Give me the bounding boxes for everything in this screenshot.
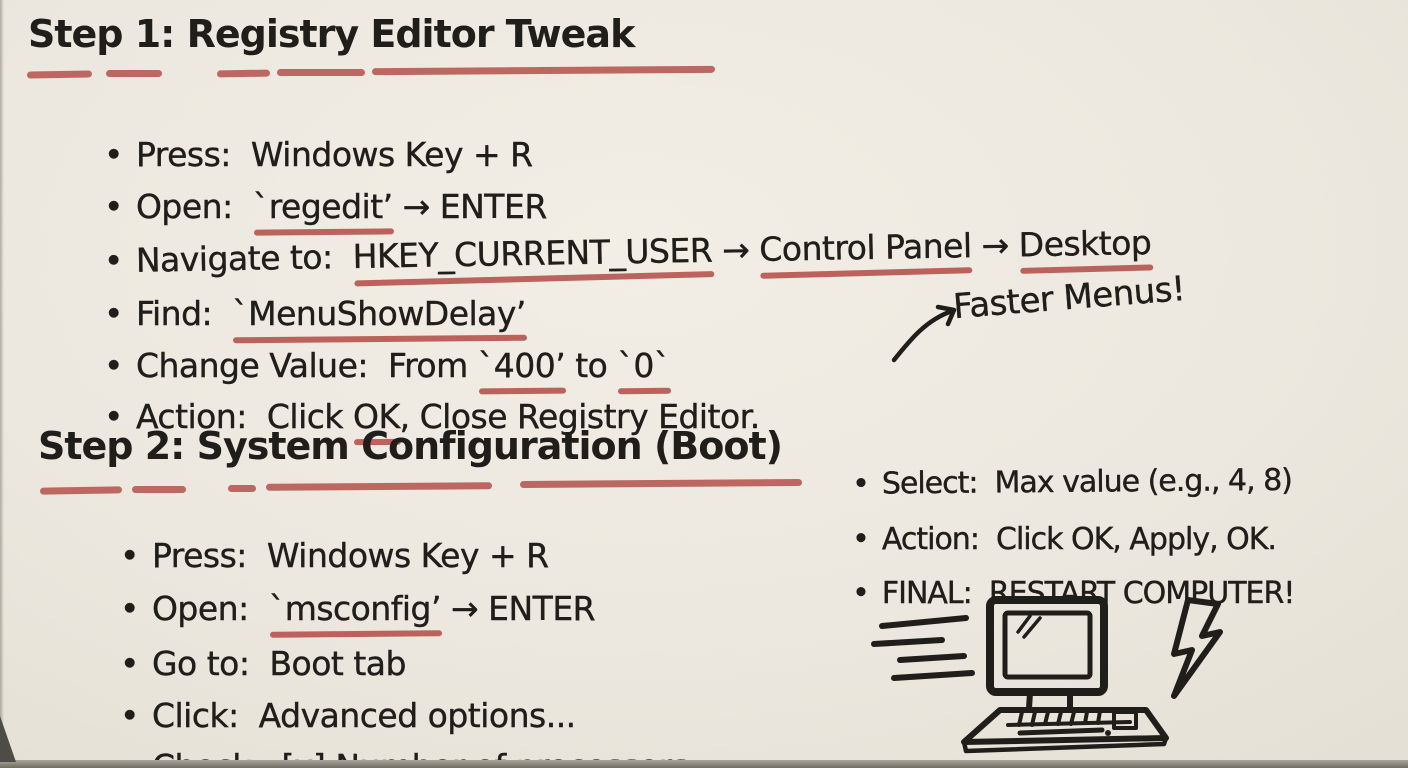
bullet-dot: • — [119, 589, 140, 628]
step2-bullet-goto: • Go to: Boot tab — [80, 605, 407, 722]
step1-bullet-change-value: • Change Value: From `400’ to `0` — [64, 307, 671, 424]
text-segment: to — [565, 346, 618, 385]
text-segment: FINAL: RESTART COMPUTER! — [881, 576, 1296, 611]
bullet-dot: • — [103, 397, 124, 436]
text-segment: Press: Windows Key + R — [151, 536, 550, 575]
text-segment: Action: Click — [135, 397, 354, 436]
red-underline — [39, 486, 123, 495]
bullet-dot: • — [852, 522, 870, 557]
bullet-dot: • — [852, 576, 870, 611]
red-underline — [132, 486, 186, 493]
menushowdelay-underlined: `MenuShowDelay’ — [232, 294, 527, 333]
board-bottom-edge — [0, 760, 1408, 768]
text-segment: → ENTER — [392, 187, 547, 226]
red-underline — [106, 70, 162, 77]
red-underline — [519, 479, 803, 488]
text-segment: Change Value: From — [135, 346, 478, 385]
value-400-underlined: `400’ — [477, 346, 566, 385]
red-underline — [26, 70, 93, 79]
red-underline — [228, 485, 256, 492]
bullet-dot: • — [119, 644, 140, 683]
text-segment: Action: Click OK, Apply, OK. — [881, 522, 1278, 557]
red-underline — [371, 65, 716, 76]
step2-heading: Step 2: System Configuration (Boot) — [38, 424, 783, 468]
msconfig-underlined: `msconfig’ — [268, 589, 441, 628]
text-segment: Press: Windows Key + R — [135, 135, 534, 174]
red-underline — [216, 69, 271, 78]
text-segment: Find: — [135, 294, 233, 333]
step1-bullet-press: • Press: Windows Key + R — [64, 96, 534, 213]
bullet-dot: • — [103, 135, 124, 174]
ok-underlined: OK — [353, 397, 401, 436]
lightning-bolt-icon — [1171, 597, 1223, 699]
control-panel-underlined: Control Panel — [758, 226, 972, 269]
curved-arrow-up-right-icon — [891, 304, 957, 363]
board-corner-shadow — [0, 716, 16, 762]
right-bullet-final: • FINAL: RESTART COMPUTER! — [818, 541, 1296, 646]
step2-bullet-press: • Press: Windows Key + R — [80, 497, 550, 614]
value-0-underlined: `0` — [617, 346, 670, 385]
step2-bullet-open: • Open: `msconfig’ → ENTER — [80, 550, 596, 667]
arrow-glyph: → — [971, 225, 1020, 266]
bullet-dot: • — [119, 536, 140, 575]
text-segment: Open: — [151, 589, 269, 628]
bullet-dot: • — [103, 187, 124, 226]
desktop-underlined: Desktop — [1018, 223, 1152, 265]
text-segment: → ENTER — [441, 589, 596, 628]
speedy-computer-illustration — [871, 596, 1223, 754]
text-segment: , Close Registry Editor. — [399, 397, 760, 436]
step1-bullet-open: • Open: `regedit’ → ENTER — [64, 148, 548, 265]
text-segment: Go to: Boot tab — [151, 644, 407, 683]
step1-heading: Step 1: Registry Editor Tweak — [28, 12, 635, 56]
board-left-edge-shade — [0, 0, 4, 768]
bullet-dot: • — [103, 294, 124, 333]
step2-bullet-check: •Check: [x] Number of processors — [80, 708, 689, 768]
text-segment: Open: — [135, 187, 253, 226]
desktop-computer-icon — [961, 596, 1169, 754]
red-underline — [265, 482, 493, 491]
step2-bullet-click: • Click: Advanced options... — [80, 657, 577, 768]
regedit-underlined: `regedit’ — [252, 187, 393, 226]
red-underline — [277, 69, 365, 76]
step1-bullet-find: • Find: `MenuShowDelay’ — [64, 255, 527, 372]
text-segment: Click: Advanced options... — [151, 696, 577, 735]
bullet-dot: • — [119, 696, 140, 735]
arrow-glyph: → — [711, 229, 760, 270]
bullet-dot: • — [103, 346, 124, 385]
step1-bullet-action: • Action: Click OK, Close Registry Editor… — [64, 358, 761, 475]
speed-lines-icon — [871, 615, 975, 681]
right-bullet-action: • Action: Click OK, Apply, OK. — [818, 487, 1278, 592]
